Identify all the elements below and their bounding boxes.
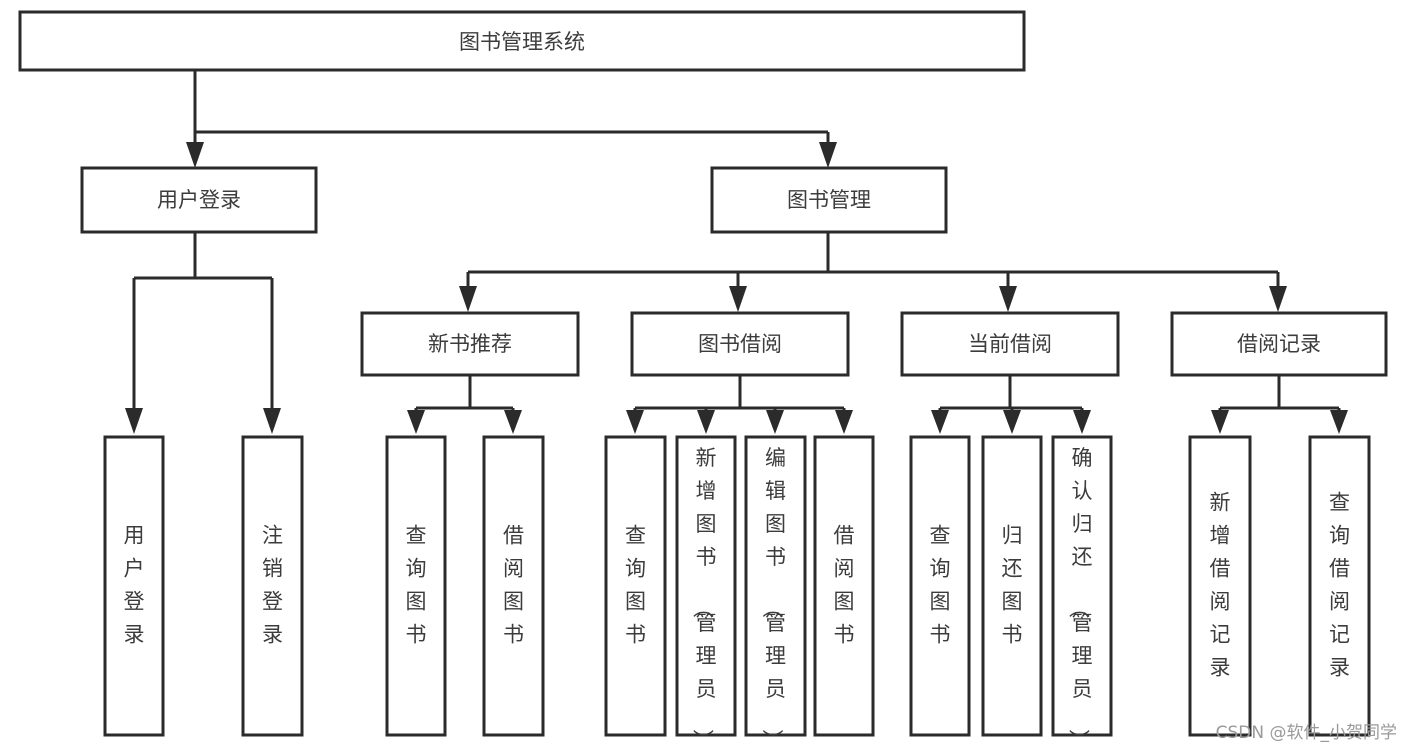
arrow-head-nbr-leaf-1 bbox=[407, 410, 425, 434]
arrow-head-book-manage bbox=[819, 142, 837, 168]
arrow-head-bb-leaf-3 bbox=[766, 410, 784, 434]
arrow-head-nbr-leaf-2 bbox=[504, 410, 522, 434]
arrow-head-br-leaf-1 bbox=[1211, 410, 1229, 434]
node-user-login-label: 用户登录 bbox=[157, 188, 241, 212]
arrow-head-bb-leaf-2 bbox=[697, 410, 715, 434]
node-book-borrow-box[interactable] bbox=[630, 311, 850, 377]
arrow-head-cb-leaf-3 bbox=[1073, 410, 1091, 434]
leaf-node-label: 用户登录 bbox=[124, 524, 145, 647]
leaf-node-box[interactable] bbox=[1188, 435, 1252, 737]
leaf-node-label: 新增图书（管理员） bbox=[691, 446, 717, 747]
node-book-manage-box[interactable] bbox=[710, 166, 948, 234]
arrow-head-leaf-user-login bbox=[125, 408, 143, 434]
leaf-node-box[interactable] bbox=[981, 435, 1043, 737]
node-current-borrow-label: 当前借阅 bbox=[968, 332, 1052, 356]
node-current-borrow[interactable]: 当前借阅 bbox=[900, 311, 1120, 377]
node-borrow-record-box[interactable] bbox=[1170, 311, 1388, 377]
leaf-node-box[interactable] bbox=[241, 435, 304, 737]
leaf-node-label: 查询图书 bbox=[406, 524, 427, 647]
leaf-node-label: 确认归还（管理员） bbox=[1067, 446, 1093, 747]
leaf-node-box[interactable] bbox=[813, 435, 875, 737]
leaf-node-box[interactable] bbox=[675, 435, 737, 737]
leaf-node[interactable]: 用户登录 bbox=[103, 435, 165, 737]
leaf-node-label: 归还图书 bbox=[1002, 524, 1023, 647]
leaf-node[interactable]: 查询图书 bbox=[909, 435, 971, 737]
node-book-manage[interactable]: 图书管理 bbox=[710, 166, 948, 234]
leaf-node-box[interactable] bbox=[909, 435, 971, 737]
node-root[interactable]: 图书管理系统 bbox=[18, 10, 1026, 72]
leaf-node-box[interactable] bbox=[744, 435, 807, 737]
leaf-node-layer: 用户登录 注销登录 查询图书 借阅图书 查询图书 新增图书（管理员） 编辑图书（管理员） 借阅… bbox=[103, 435, 1371, 747]
leaf-node[interactable]: 借阅图书 bbox=[482, 435, 545, 737]
leaf-node-label: 新增借阅记录 bbox=[1210, 491, 1231, 680]
arrow-head-user-login bbox=[186, 142, 204, 168]
leaf-node-label: 借阅图书 bbox=[503, 524, 524, 647]
node-book-borrow[interactable]: 图书借阅 bbox=[630, 311, 850, 377]
leaf-node-label: 查询借阅记录 bbox=[1329, 491, 1350, 680]
arrow-head-cb-leaf-1 bbox=[931, 410, 949, 434]
leaf-node-box[interactable] bbox=[482, 435, 545, 737]
node-borrow-record-label: 借阅记录 bbox=[1237, 332, 1321, 356]
arrow-head-new-book-rec bbox=[459, 286, 477, 312]
leaf-node-label: 查询图书 bbox=[930, 524, 951, 647]
arrow-head-leaf-logout bbox=[263, 408, 281, 434]
leaf-node-box[interactable] bbox=[103, 435, 165, 737]
leaf-node-box[interactable] bbox=[604, 435, 667, 737]
leaf-node-label: 编辑图书（管理员） bbox=[760, 446, 786, 747]
arrow-head-bb-leaf-4 bbox=[835, 410, 853, 434]
leaf-node[interactable]: 新增借阅记录 bbox=[1188, 435, 1252, 737]
leaf-node[interactable]: 查询图书 bbox=[604, 435, 667, 737]
arrow-head-cb-leaf-2 bbox=[1003, 410, 1021, 434]
leaf-node[interactable]: 查询图书 bbox=[385, 435, 447, 737]
node-user-login[interactable]: 用户登录 bbox=[80, 166, 318, 234]
node-new-book-recommend-label: 新书推荐 bbox=[428, 332, 512, 356]
node-current-borrow-box[interactable] bbox=[900, 311, 1120, 377]
arrow-head-current-borrow bbox=[999, 286, 1017, 312]
leaf-node-box[interactable] bbox=[1308, 435, 1371, 737]
arrow-head-borrow-record bbox=[1269, 286, 1287, 312]
node-new-book-recommend-box[interactable] bbox=[360, 311, 580, 377]
node-book-borrow-label: 图书借阅 bbox=[698, 332, 782, 356]
leaf-node-box[interactable] bbox=[1051, 435, 1113, 737]
leaf-node[interactable]: 借阅图书 bbox=[813, 435, 875, 737]
arrow-head-book-borrow bbox=[729, 286, 747, 312]
leaf-node-box[interactable] bbox=[385, 435, 447, 737]
leaf-node-label: 借阅图书 bbox=[834, 524, 855, 647]
leaf-node[interactable]: 编辑图书（管理员） bbox=[744, 435, 807, 747]
node-borrow-record[interactable]: 借阅记录 bbox=[1170, 311, 1388, 377]
node-root-box[interactable] bbox=[18, 10, 1026, 72]
node-user-login-box[interactable] bbox=[80, 166, 318, 234]
leaf-node-label: 查询图书 bbox=[625, 524, 646, 647]
leaf-node[interactable]: 确认归还（管理员） bbox=[1051, 435, 1113, 747]
leaf-node[interactable]: 注销登录 bbox=[241, 435, 304, 737]
arrow-head-br-leaf-2 bbox=[1330, 410, 1348, 434]
node-new-book-recommend[interactable]: 新书推荐 bbox=[360, 311, 580, 377]
arrow-head-bb-leaf-1 bbox=[626, 410, 644, 434]
node-book-manage-label: 图书管理 bbox=[787, 188, 871, 212]
connector-layer bbox=[125, 70, 1348, 434]
leaf-node-label: 注销登录 bbox=[262, 524, 283, 647]
node-root-label: 图书管理系统 bbox=[459, 30, 585, 54]
leaf-node[interactable]: 查询借阅记录 bbox=[1308, 435, 1371, 737]
leaf-node[interactable]: 归还图书 bbox=[981, 435, 1043, 737]
leaf-node[interactable]: 新增图书（管理员） bbox=[675, 435, 737, 747]
